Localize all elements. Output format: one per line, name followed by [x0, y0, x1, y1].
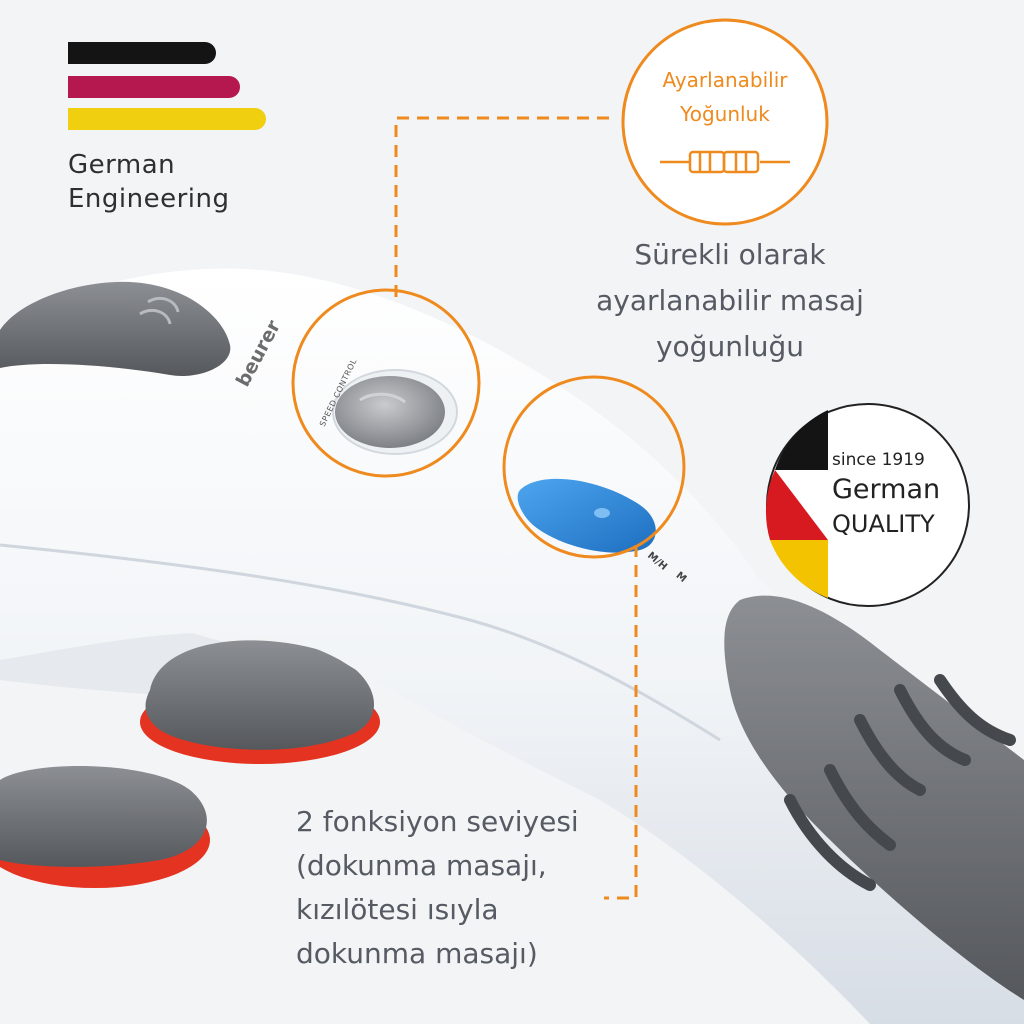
callout-top-line-2: ayarlanabilir masaj — [596, 284, 864, 317]
callout-bottom-line-3: kızılötesi ısıyla — [296, 893, 499, 926]
seal-since-label: since 1919 — [832, 450, 925, 470]
device-body — [0, 268, 1024, 1024]
massage-head-right — [140, 640, 380, 764]
intensity-badge-circle — [621, 18, 829, 226]
flag-stripe-gold — [68, 108, 266, 130]
massage-head-left — [0, 766, 210, 888]
badge-line-1: Ayarlanabilir — [662, 68, 788, 92]
seal-german-label: German — [832, 474, 941, 505]
german-engineering-label: German Engineering — [68, 148, 230, 216]
callout-top-line-3: yoğunluğu — [655, 330, 804, 363]
callout-top-line-1: Sürekli olarak — [634, 238, 826, 271]
flag-stripe-black — [68, 42, 216, 64]
top-cap — [0, 281, 231, 376]
callout-bottom-line-1: 2 fonksiyon seviyesi — [296, 805, 579, 838]
leader-lines — [394, 116, 638, 900]
leader-line-top — [394, 116, 616, 297]
handle-grip — [724, 595, 1024, 1000]
callout-bottom-line-2: (dokunma masajı, — [296, 849, 547, 882]
quality-seal — [765, 403, 970, 607]
knob-highlight-circle — [291, 288, 481, 478]
function-switch — [517, 478, 656, 553]
body-seam — [0, 543, 721, 742]
function-levels-description: 2 fonksiyon seviyesi (dokunma masajı, kı… — [296, 800, 656, 976]
ge-line-2: Engineering — [68, 184, 230, 214]
slider-resistor-icon — [660, 150, 790, 174]
intensity-description: Sürekli olarak ayarlanabilir masaj yoğun… — [560, 232, 900, 370]
grip-ridges — [784, 674, 1016, 891]
intensity-badge-label: Ayarlanabilir Yoğunluk — [620, 60, 830, 134]
switch-highlight-circle — [502, 375, 686, 559]
seal-quality-label: QUALITY — [832, 510, 935, 538]
callout-bottom-line-4: dokunma masajı) — [296, 937, 538, 970]
ge-line-1: German — [68, 150, 176, 180]
speed-control-knob — [335, 376, 445, 448]
badge-line-2: Yoğunluk — [680, 102, 770, 126]
flag-stripe-red — [68, 76, 240, 98]
cap-ridge — [147, 296, 180, 313]
